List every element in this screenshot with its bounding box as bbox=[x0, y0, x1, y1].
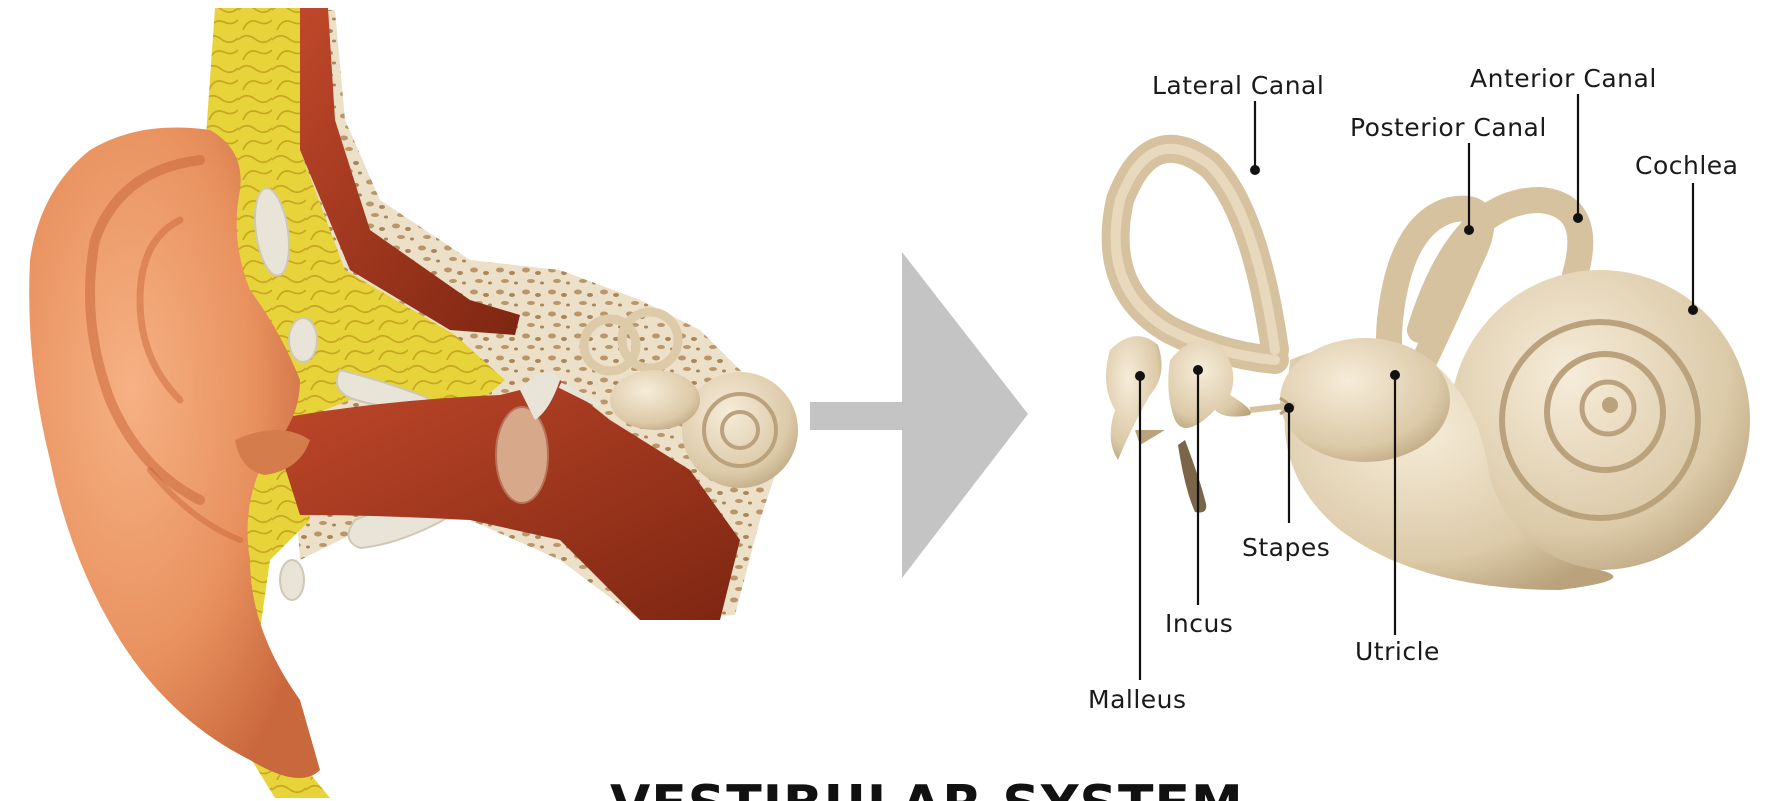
label-cochlea: Cochlea bbox=[1635, 151, 1739, 180]
label-utricle: Utricle bbox=[1355, 637, 1440, 666]
ear-cross-section-illustration bbox=[29, 8, 798, 798]
arrow-right-icon bbox=[810, 252, 1028, 578]
label-posterior-canal: Posterior Canal bbox=[1350, 113, 1547, 142]
label-incus: Incus bbox=[1165, 609, 1233, 638]
label-anterior-canal: Anterior Canal bbox=[1470, 64, 1657, 93]
label-stapes: Stapes bbox=[1242, 533, 1330, 562]
label-lateral-canal: Lateral Canal bbox=[1152, 71, 1324, 100]
diagram-title: VESTIBULAR SYSTEM bbox=[610, 775, 1244, 801]
label-malleus: Malleus bbox=[1088, 685, 1187, 714]
